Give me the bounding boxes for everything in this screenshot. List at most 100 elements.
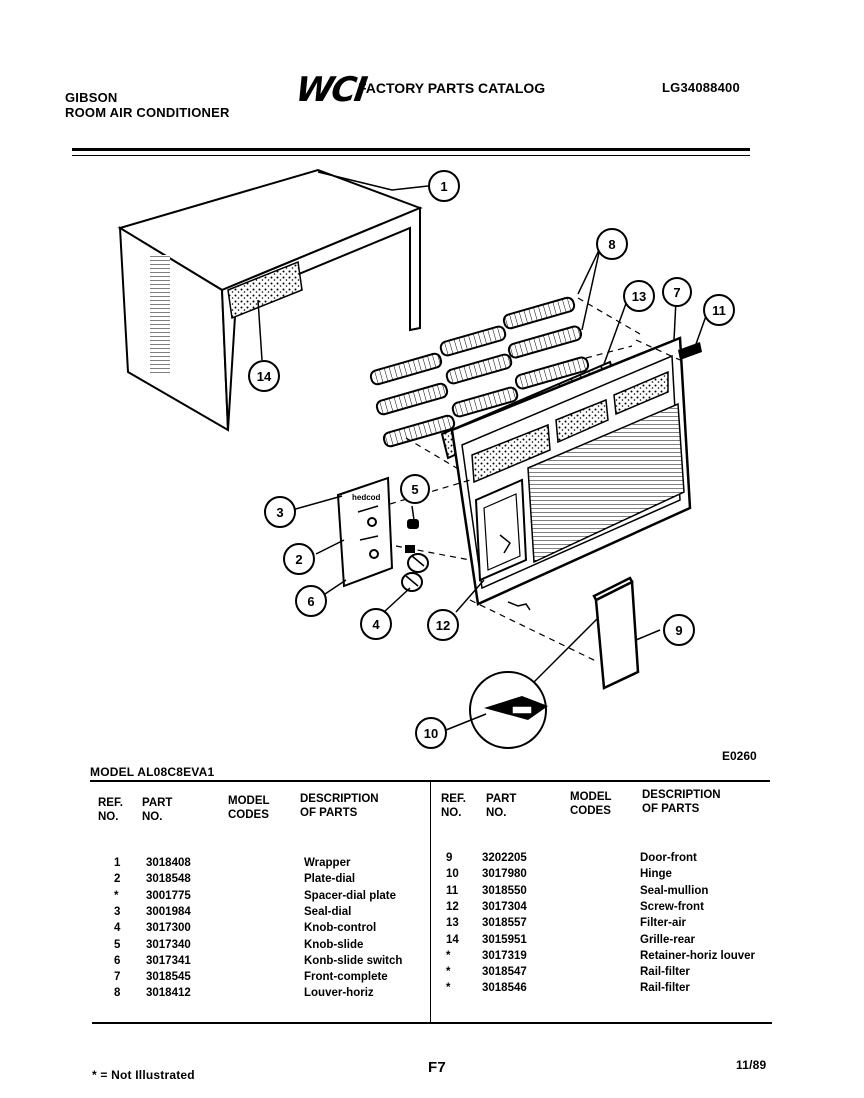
callout-8: 8 <box>608 237 615 252</box>
header-rule-bottom <box>72 155 750 156</box>
ref-cell: 12 <box>446 900 459 913</box>
ref-cell: * <box>446 966 451 979</box>
ref-cell: 10 <box>446 868 459 881</box>
description-cell: Rail-filter <box>640 966 690 979</box>
ref-cell: 7 <box>114 971 121 984</box>
ref-cell: 3 <box>114 905 121 918</box>
brand-name: GIBSON <box>65 90 118 105</box>
figure-code: E0260 <box>722 749 757 763</box>
exploded-parts-diagram: hedcod <box>117 168 757 763</box>
part-number-cell: 3018550 <box>482 884 527 897</box>
dial-plate: hedcod <box>336 476 394 588</box>
description-cell: Filter-air <box>640 917 687 930</box>
screw-front-mark <box>499 534 511 554</box>
ref-cell: 2 <box>114 873 121 886</box>
callout-badges <box>248 170 735 749</box>
description-cell: Louver-horiz <box>304 987 374 1000</box>
part-number-cell: 3018547 <box>482 966 527 979</box>
description-cell: Screw-front <box>640 900 704 913</box>
door-front <box>592 576 640 690</box>
seal-mullion <box>678 342 702 360</box>
page-number: F7 <box>428 1059 446 1076</box>
description-cell: Wrapper <box>304 857 351 869</box>
description-cell: Door-front <box>640 852 697 864</box>
ref-cell: 13 <box>446 917 459 930</box>
part-number-cell: 3017341 <box>146 954 191 967</box>
ref-cell: 1 <box>114 857 121 869</box>
wrapper-cabinet <box>117 168 423 432</box>
right-header-ref: REF.NO. <box>441 793 466 819</box>
table-top-rule <box>90 780 770 782</box>
hinge-detail <box>469 671 548 749</box>
ref-cell: 4 <box>114 922 121 935</box>
part-number-cell: 3202205 <box>482 852 527 864</box>
callout-13: 13 <box>632 289 646 304</box>
description-cell: Front-complete <box>304 971 388 984</box>
part-number-cell: 3015951 <box>482 933 527 946</box>
description-cell: Knob-control <box>304 922 377 935</box>
callout-12: 12 <box>436 618 450 633</box>
description-cell: Seal-dial <box>304 905 352 918</box>
ref-cell: * <box>446 982 451 995</box>
part-number-cell: 3017319 <box>482 949 527 962</box>
leader-lines <box>257 171 707 731</box>
ref-cell: 11 <box>446 884 459 897</box>
callout-1: 1 <box>440 179 447 194</box>
ref-cell: * <box>446 949 451 962</box>
catalog-title: FACTORY PARTS CATALOG <box>358 80 546 96</box>
part-number-cell: 3001775 <box>146 889 191 902</box>
part-number-cell: 3017340 <box>146 938 191 951</box>
table-bottom-rule <box>92 1022 772 1024</box>
callout-2: 2 <box>295 552 302 567</box>
model-label: MODEL AL08C8EVA1 <box>90 765 215 779</box>
description-cell: Plate-dial <box>304 873 356 886</box>
description-cell: Rail-filter <box>640 982 690 995</box>
ref-cell: 8 <box>114 987 121 1000</box>
footnote: * = Not Illustrated <box>92 1068 195 1082</box>
part-number-cell: 3018545 <box>146 971 191 984</box>
description-cell: Konb-slide switch <box>304 954 403 967</box>
callout-10: 10 <box>424 726 438 741</box>
part-number-cell: 3017304 <box>482 900 527 913</box>
svg-text:hedcod: hedcod <box>352 493 381 502</box>
product-subtitle: ROOM AIR CONDITIONER <box>65 105 230 120</box>
part-number-cell: 3017980 <box>482 868 527 881</box>
callout-6: 6 <box>307 594 314 609</box>
description-cell: Retainer-horiz louver <box>640 949 756 962</box>
left-header-ref: REF.NO. <box>98 797 123 823</box>
description-cell: Spacer-dial plate <box>304 889 397 902</box>
callout-7: 7 <box>673 285 680 300</box>
description-cell: Seal-mullion <box>640 884 709 897</box>
description-cell: Grille-rear <box>640 933 695 946</box>
ref-cell: 9 <box>446 852 453 864</box>
description-cell: Knob-slide <box>304 938 364 951</box>
louvers-horiz <box>369 296 590 448</box>
header-rule-top <box>72 148 750 151</box>
part-number-cell: 3018557 <box>482 917 527 930</box>
part-number-cell: 3018546 <box>482 982 527 995</box>
ref-cell: 6 <box>114 954 121 967</box>
revision-date: 11/89 <box>736 1058 767 1072</box>
ref-cell: 14 <box>446 933 459 946</box>
description-cell: Hinge <box>640 868 672 881</box>
wci-logo: WCI <box>293 70 368 110</box>
table-divider <box>430 782 431 1022</box>
callout-3: 3 <box>276 505 283 520</box>
front-complete <box>450 336 692 606</box>
callout-11: 11 <box>712 303 726 318</box>
callout-4: 4 <box>372 617 380 632</box>
callout-9: 9 <box>675 623 682 638</box>
part-number-cell: 3018408 <box>146 857 191 869</box>
knobs <box>401 519 429 592</box>
part-number-cell: 3017300 <box>146 922 191 935</box>
ref-cell: 5 <box>114 938 121 951</box>
callout-5: 5 <box>411 482 418 497</box>
part-number-cell: 3018412 <box>146 987 191 1000</box>
catalog-number: LG34088400 <box>662 80 740 95</box>
